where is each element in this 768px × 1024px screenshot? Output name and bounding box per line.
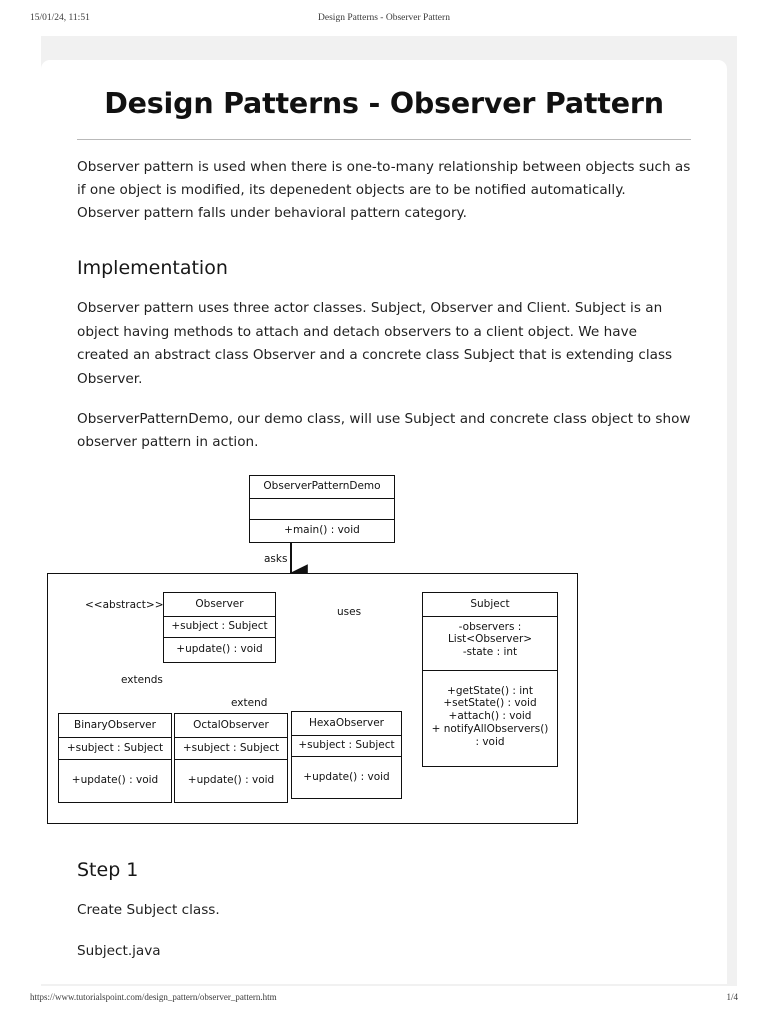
uml-method: +attach() : void xyxy=(448,710,532,723)
uml-class-diagram: ObserverPatternDemo +main() : void asks … xyxy=(41,473,727,828)
uml-class-observerpatterndemo: ObserverPatternDemo +main() : void xyxy=(249,474,395,543)
implementation-paragraph-2: ObserverPatternDemo, our demo class, wil… xyxy=(77,410,691,451)
uml-class-attributes xyxy=(250,499,394,520)
implementation-paragraph-1: Observer pattern uses three actor classe… xyxy=(77,300,673,387)
uml-edge-label-extends: extends xyxy=(121,673,163,686)
uml-class-name: ObserverPatternDemo xyxy=(250,476,394,499)
uml-class-methods: +main() : void xyxy=(284,524,360,537)
uml-class-attributes: +subject : Subject xyxy=(175,738,287,760)
uml-attribute: List<Observer> xyxy=(447,633,533,646)
uml-method: : void xyxy=(475,735,505,748)
uml-attribute: -state : int xyxy=(462,646,518,659)
uml-edge-label-uses: uses xyxy=(337,605,362,618)
uml-method: + notifyAllObservers() xyxy=(431,723,549,736)
page-card: Design Patterns - Observer Pattern Obser… xyxy=(41,60,727,984)
uml-class-attributes: +subject : Subject xyxy=(59,738,171,760)
print-footer-url: https://www.tutorialspoint.com/design_pa… xyxy=(30,992,277,1002)
print-header-date: 15/01/24, 11:51 xyxy=(30,13,90,23)
uml-class-attributes: +subject : Subject xyxy=(164,617,275,638)
uml-class-observer: Observer +subject : Subject +update() : … xyxy=(163,591,276,663)
step1-heading: Step 1 xyxy=(77,858,139,881)
uml-class-name: OctalObserver xyxy=(175,714,287,738)
uml-class-methods: +update() : void xyxy=(71,774,159,787)
print-header-title: Design Patterns - Observer Pattern xyxy=(318,13,450,23)
uml-class-name: HexaObserver xyxy=(292,712,401,736)
uml-class-name: Subject xyxy=(423,593,557,617)
step1-paragraph: Create Subject class. xyxy=(77,902,220,919)
uml-attribute: -observers : xyxy=(458,620,522,633)
uml-class-binaryobserver: BinaryObserver +subject : Subject +updat… xyxy=(58,712,172,803)
uml-edge-label-asks: asks xyxy=(264,552,288,565)
uml-stereotype-abstract: <<abstract>> xyxy=(85,598,164,611)
uml-class-name: Observer xyxy=(164,593,275,617)
uml-class-name: BinaryObserver xyxy=(59,714,171,738)
print-header: 15/01/24, 11:51 Design Patterns - Observ… xyxy=(0,13,768,29)
page-title: Design Patterns - Observer Pattern xyxy=(104,87,664,120)
print-footer: https://www.tutorialspoint.com/design_pa… xyxy=(0,992,768,1006)
intro-paragraph: Observer pattern is used when there is o… xyxy=(77,158,691,222)
uml-class-attributes: -observers : List<Observer> -state : int xyxy=(423,617,557,671)
uml-method: +setState() : void xyxy=(443,697,537,710)
uml-class-octalobserver: OctalObserver +subject : Subject +update… xyxy=(174,712,288,803)
uml-class-hexaobserver: HexaObserver +subject : Subject +update(… xyxy=(291,710,402,799)
implementation-heading: Implementation xyxy=(77,256,228,279)
uml-class-attributes: +subject : Subject xyxy=(292,736,401,757)
uml-class-methods: +update() : void xyxy=(176,643,263,656)
print-footer-page-number: 1/4 xyxy=(726,992,738,1002)
uml-class-subject: Subject -observers : List<Observer> -sta… xyxy=(422,591,558,767)
uml-class-methods: +update() : void xyxy=(303,770,390,783)
title-divider xyxy=(77,138,691,140)
uml-method: +getState() : int xyxy=(447,684,533,697)
step1-filename: Subject.java xyxy=(77,942,161,959)
uml-class-methods: +getState() : int +setState() : void +at… xyxy=(423,671,557,766)
document-content: Design Patterns - Observer Pattern Obser… xyxy=(41,60,727,963)
uml-edge-label-extend: extend xyxy=(231,696,268,709)
uml-class-methods: +update() : void xyxy=(187,774,275,787)
